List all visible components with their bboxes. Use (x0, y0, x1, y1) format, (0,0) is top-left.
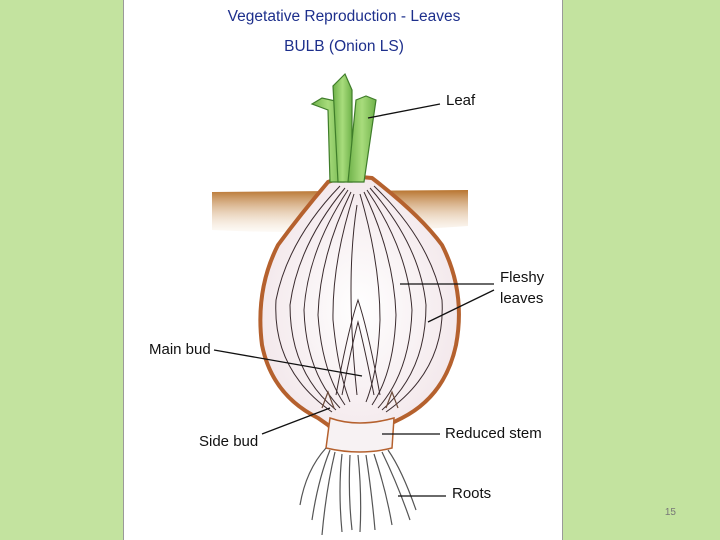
label-side-bud: Side bud (199, 432, 258, 452)
leaf-leader (368, 104, 440, 118)
label-fleshy-line2: leaves (500, 289, 543, 309)
leaf-shoots (312, 74, 376, 182)
slide-page-number: 15 (665, 507, 676, 518)
label-main-bud: Main bud (149, 340, 211, 360)
roots (300, 448, 416, 535)
label-fleshy-line1: Fleshy (500, 268, 544, 288)
label-roots: Roots (452, 484, 491, 504)
label-leaf: Leaf (446, 91, 475, 111)
reduced-stem (326, 418, 394, 452)
label-reduced-stem: Reduced stem (445, 424, 542, 444)
